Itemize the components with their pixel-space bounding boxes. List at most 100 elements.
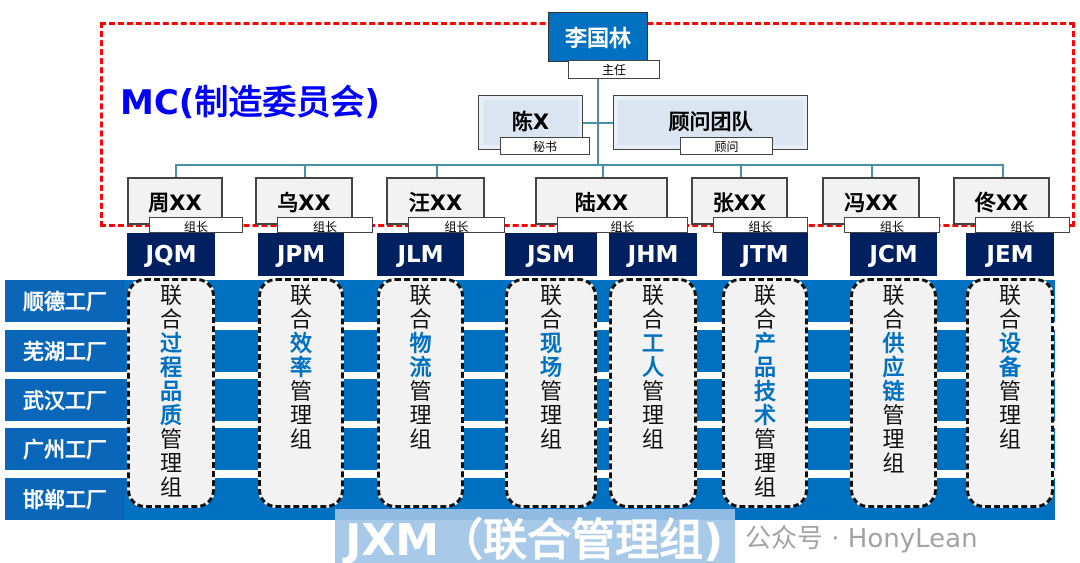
leader-name: 乌XX — [277, 191, 331, 215]
group-char: 合 — [159, 308, 182, 333]
group-code: JTM — [722, 233, 808, 276]
factory-label: 邯郸工厂 — [5, 478, 125, 520]
group-char: 理 — [289, 404, 312, 429]
leader-name: 陆XX — [574, 191, 629, 215]
joint-group-column: 联合现场管理组 — [505, 278, 597, 508]
group-char: 物 — [409, 332, 432, 357]
group-char: 技 — [753, 380, 776, 405]
watermark: 公众号 · HonyLean — [745, 524, 978, 554]
group-char: 管 — [159, 428, 182, 453]
group-char: 理 — [539, 404, 562, 429]
group-char: 合 — [998, 308, 1021, 333]
factory-label: 武汉工厂 — [5, 379, 125, 421]
group-char: 管 — [998, 380, 1021, 405]
connector-line — [304, 165, 306, 178]
jxm-overlay: JXM（联合管理组) — [335, 509, 735, 563]
group-char: 组 — [882, 452, 905, 477]
group-char: 合 — [409, 308, 432, 333]
connector-line — [435, 165, 438, 178]
leader-role: 组长 — [844, 217, 940, 233]
connector-line — [175, 165, 177, 178]
joint-group-column: 联合供应链管理组 — [850, 278, 937, 508]
joint-group-column: 联合物流管理组 — [377, 278, 464, 508]
group-char: 组 — [641, 428, 664, 453]
group-char: 管 — [409, 380, 432, 405]
group-code: JCM — [850, 233, 937, 276]
leader-role: 组长 — [713, 217, 808, 233]
connector-line — [739, 165, 742, 178]
group-char: 理 — [998, 404, 1021, 429]
chief-role: 主任 — [568, 60, 660, 79]
group-char: 链 — [882, 380, 905, 405]
group-char: 品 — [159, 380, 182, 405]
advisors-role: 顾问 — [680, 137, 773, 155]
group-char: 设 — [998, 332, 1021, 357]
group-char: 合 — [641, 308, 664, 333]
group-char: 产 — [753, 332, 776, 357]
joint-group-column: 联合效率管理组 — [258, 278, 344, 508]
group-char: 组 — [753, 476, 776, 501]
group-code: JSM — [505, 233, 597, 276]
connector-line — [175, 164, 1004, 166]
group-char: 管 — [539, 380, 562, 405]
leader-role: 组长 — [277, 217, 373, 233]
leader-name: 周XX — [148, 191, 202, 215]
group-char: 联 — [998, 284, 1021, 309]
group-char: 管 — [289, 380, 312, 405]
leader-role: 组长 — [975, 217, 1070, 233]
leader-name: 冯XX — [844, 191, 898, 215]
group-char: 理 — [882, 428, 905, 453]
advisors-name: 顾问团队 — [668, 110, 753, 134]
group-char: 合 — [882, 308, 905, 333]
group-char: 管 — [641, 380, 664, 405]
leader-name: 张XX — [712, 191, 767, 215]
mc-title: MC(制造委员会) — [120, 83, 380, 123]
group-char: 术 — [753, 404, 776, 429]
group-char: 管 — [882, 404, 905, 429]
group-char: 供 — [882, 332, 905, 357]
group-code: JHM — [609, 233, 697, 276]
secretary-name: 陈X — [511, 110, 550, 134]
joint-group-column: 联合产品技术管理组 — [722, 278, 808, 508]
connector-line — [583, 122, 613, 124]
connector-line — [1001, 165, 1004, 178]
connector-line — [597, 62, 599, 165]
group-char: 场 — [539, 356, 562, 381]
leader-name: 佟XX — [974, 191, 1029, 215]
group-char: 理 — [753, 452, 776, 477]
group-char: 效 — [289, 332, 312, 357]
factory-label: 广州工厂 — [5, 428, 125, 470]
group-char: 程 — [159, 356, 182, 381]
secretary-role: 秘书 — [500, 137, 590, 155]
group-char: 组 — [998, 428, 1021, 453]
group-char: 组 — [159, 476, 182, 501]
group-char: 质 — [159, 404, 182, 429]
group-char: 理 — [641, 404, 664, 429]
factory-label: 芜湖工厂 — [5, 330, 125, 372]
joint-group-column: 联合设备管理组 — [966, 278, 1054, 508]
group-char: 应 — [882, 356, 905, 381]
group-char: 流 — [409, 356, 432, 381]
group-char: 组 — [289, 428, 312, 453]
chief-name: 李国林 — [564, 27, 631, 52]
group-char: 合 — [539, 308, 562, 333]
group-code: JEM — [966, 233, 1054, 276]
group-char: 品 — [753, 356, 776, 381]
factory-label: 顺德工厂 — [5, 280, 125, 322]
group-char: 联 — [409, 284, 432, 309]
group-char: 组 — [409, 428, 432, 453]
group-char: 管 — [753, 428, 776, 453]
group-char: 理 — [159, 452, 182, 477]
group-char: 现 — [539, 332, 562, 357]
leader-role: 组长 — [149, 217, 243, 233]
group-char: 率 — [289, 356, 312, 381]
group-code: JQM — [127, 233, 215, 276]
leader-box: 佟XX — [953, 177, 1050, 225]
joint-group-column: 联合工人管理组 — [609, 278, 697, 508]
group-char: 组 — [539, 428, 562, 453]
leader-name: 汪XX — [408, 191, 463, 215]
group-char: 合 — [753, 308, 776, 333]
group-char: 联 — [882, 284, 905, 309]
group-char: 联 — [641, 284, 664, 309]
group-char: 过 — [159, 332, 182, 357]
